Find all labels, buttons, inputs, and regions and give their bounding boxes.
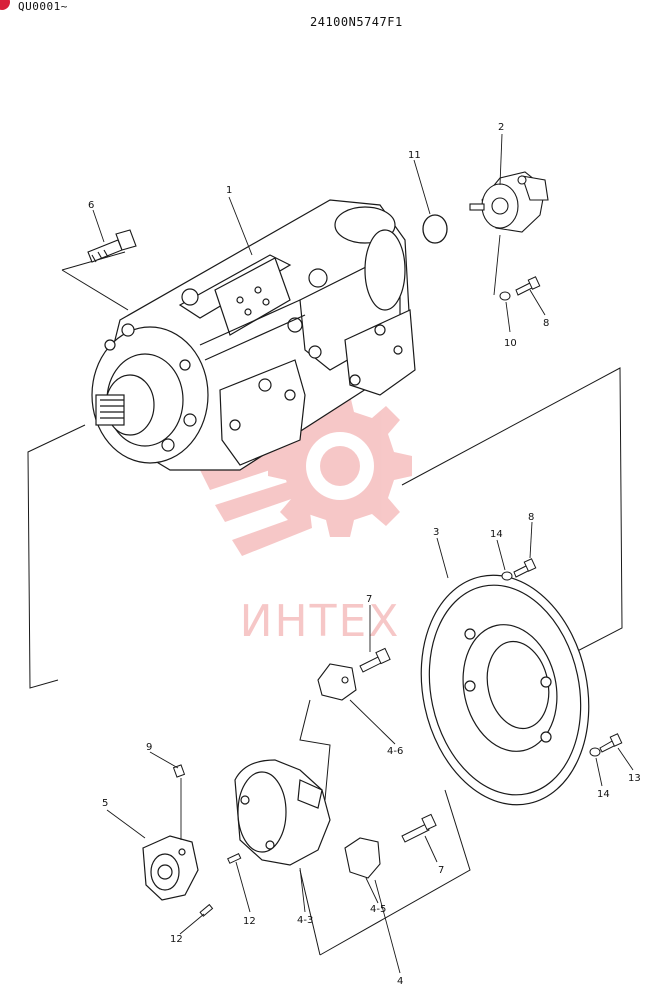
- callout-7-upper: 7: [366, 594, 372, 605]
- callout-12-bottom: 12: [170, 934, 183, 945]
- insert-part-4-5: [344, 837, 381, 879]
- gear-pump-part-2: [469, 171, 549, 233]
- callout-6: 6: [88, 200, 94, 211]
- watermark-text: ИНТЕХ: [240, 596, 401, 647]
- o-ring-part-11: [422, 214, 448, 244]
- callout-3: 3: [433, 527, 439, 538]
- insert-part-4-6: [317, 663, 357, 701]
- callout-8-lower: 8: [528, 512, 534, 523]
- bolt-part-8-upper: [515, 276, 541, 296]
- bolt-part-7-upper: [359, 647, 391, 673]
- callout-10: 10: [504, 338, 517, 349]
- callout-4-3: 4-3: [297, 915, 313, 926]
- main-pump-assembly: [91, 199, 416, 471]
- coupling-bracket: [299, 699, 331, 801]
- callout-9: 9: [146, 742, 152, 753]
- callout-4: 4: [397, 976, 403, 987]
- pin-part-12-hub: [199, 903, 214, 917]
- bolt-part-7-lower: [401, 813, 437, 843]
- washer-part-10: [499, 291, 511, 301]
- pin-part-12-left: [227, 852, 242, 864]
- washer-part-14-lower: [589, 747, 601, 757]
- frame-line-right: [401, 367, 623, 661]
- corner-code: QU0001~: [18, 0, 68, 13]
- drawing-number: 24100N5747F1: [310, 15, 403, 29]
- callout-12-left: 12: [243, 916, 256, 927]
- bolt-part-8-lower: [513, 558, 537, 578]
- washer-part-14-upper: [501, 571, 513, 581]
- bolt-part-6: [87, 229, 137, 263]
- frame-line-left: [27, 424, 86, 689]
- callout-7-lower: 7: [438, 865, 444, 876]
- callout-5: 5: [102, 798, 108, 809]
- callout-8-upper: 8: [543, 318, 549, 329]
- hub-bracket-2: [299, 869, 321, 956]
- callout-11: 11: [408, 150, 421, 161]
- bolt-part-13: [599, 733, 623, 753]
- coupling-element-part-4-3: [234, 759, 331, 866]
- callout-13: 13: [628, 773, 641, 784]
- callout-2: 2: [498, 122, 504, 133]
- callout-4-6: 4-6: [387, 746, 403, 757]
- callout-1: 1: [226, 185, 232, 196]
- flywheel-plate-part-3: [420, 574, 590, 806]
- bolt-6-guide: [61, 269, 129, 311]
- callout-4-5: 4-5: [370, 904, 386, 915]
- hub-bracket: [319, 789, 471, 956]
- callout-14-upper: 14: [490, 529, 503, 540]
- corner-logo-mark: [0, 0, 10, 10]
- watermark-gear-logo: [200, 395, 412, 556]
- set-screw-part-9: [172, 764, 186, 778]
- hub-part-5: [142, 835, 199, 901]
- callout-14-lower: 14: [597, 789, 610, 800]
